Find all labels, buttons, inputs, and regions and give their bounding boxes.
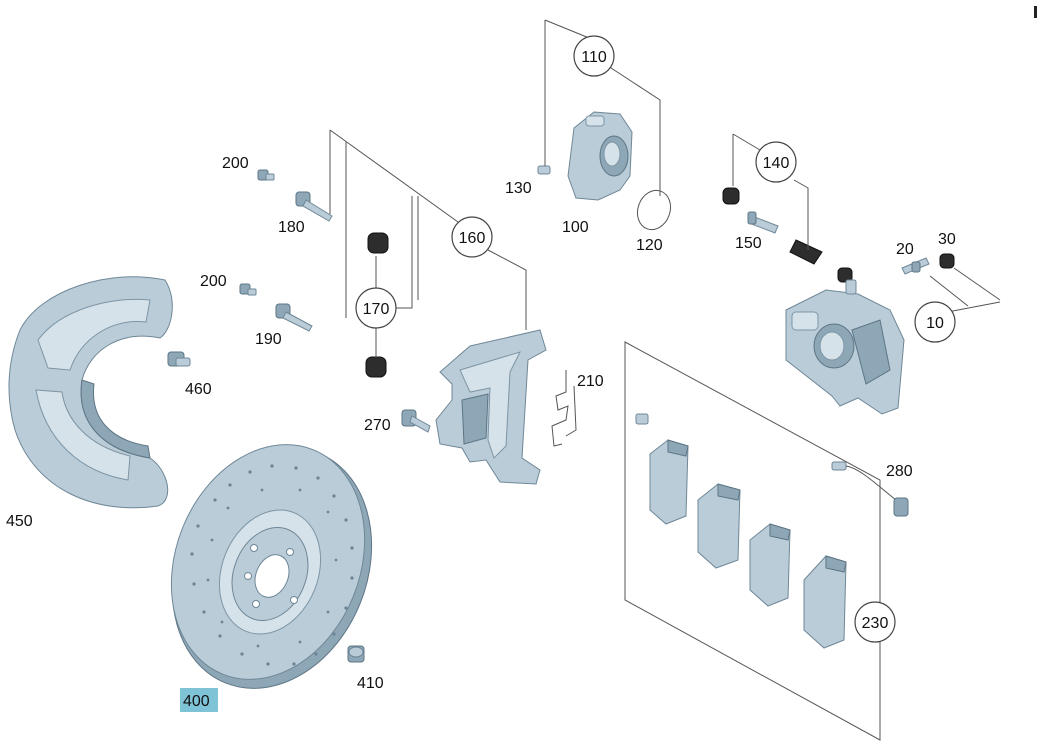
highlight-400 xyxy=(180,688,218,712)
bolt-190 xyxy=(275,303,313,332)
callout-circle-170 xyxy=(355,287,397,329)
callout-circle-140 xyxy=(755,141,797,183)
pad-clip xyxy=(635,413,649,425)
label-200-upper: 200 xyxy=(222,155,249,172)
label-170: 170 xyxy=(363,301,390,318)
o-ring-120 xyxy=(636,189,672,231)
wear-sensor-280 xyxy=(831,461,909,517)
corner-mark xyxy=(1034,6,1037,18)
callout-circle-110 xyxy=(573,35,615,77)
guide-sleeve-upper xyxy=(367,232,389,254)
label-280: 280 xyxy=(886,463,913,480)
spring-clip-210 xyxy=(551,370,577,447)
pin-150 xyxy=(747,211,779,234)
brake-pad-2 xyxy=(697,483,741,569)
label-120: 120 xyxy=(636,237,663,254)
label-460: 460 xyxy=(185,381,212,398)
pad-kit-frame xyxy=(624,341,881,741)
label-450: 450 xyxy=(6,513,33,530)
label-10: 10 xyxy=(926,315,944,332)
label-140: 140 xyxy=(763,155,790,172)
screw-130 xyxy=(537,165,551,175)
caliper-carrier xyxy=(435,329,547,485)
label-20: 20 xyxy=(896,241,914,258)
bolt-200-upper xyxy=(257,169,275,181)
label-200-lower: 200 xyxy=(200,273,227,290)
label-30: 30 xyxy=(938,231,956,248)
callout-circle-230 xyxy=(854,601,896,643)
label-230: 230 xyxy=(862,615,889,632)
label-190: 190 xyxy=(255,331,282,348)
label-110: 110 xyxy=(581,49,607,66)
cap-30 xyxy=(939,253,955,269)
dust-shield xyxy=(8,276,173,509)
label-100: 100 xyxy=(562,219,589,236)
label-210: 210 xyxy=(577,373,604,390)
label-130: 130 xyxy=(505,180,532,197)
label-150: 150 xyxy=(735,235,762,252)
label-270: 270 xyxy=(364,417,391,434)
callout-circle-10 xyxy=(914,301,956,343)
bolt-200-lower xyxy=(239,283,257,296)
brake-caliper xyxy=(785,267,905,415)
actuator-motor xyxy=(567,111,633,201)
boot-150 xyxy=(789,239,823,265)
guide-sleeve-lower xyxy=(365,356,387,378)
brake-pad-1 xyxy=(649,439,689,525)
seal-140 xyxy=(722,187,740,205)
label-400: 400 xyxy=(183,693,210,710)
label-410: 410 xyxy=(357,675,384,692)
brake-pad-3 xyxy=(749,523,791,607)
label-160: 160 xyxy=(459,230,486,247)
wheel-bolt-410 xyxy=(347,645,365,663)
brake-pad-4 xyxy=(803,555,847,649)
callout-circle-160 xyxy=(451,216,493,258)
bolt-460 xyxy=(167,351,191,367)
label-180: 180 xyxy=(278,219,305,236)
brake-disc xyxy=(170,444,373,689)
bolt-270 xyxy=(401,409,431,433)
bleeder-screw-20 xyxy=(901,257,930,275)
bolt-180 xyxy=(295,191,333,222)
